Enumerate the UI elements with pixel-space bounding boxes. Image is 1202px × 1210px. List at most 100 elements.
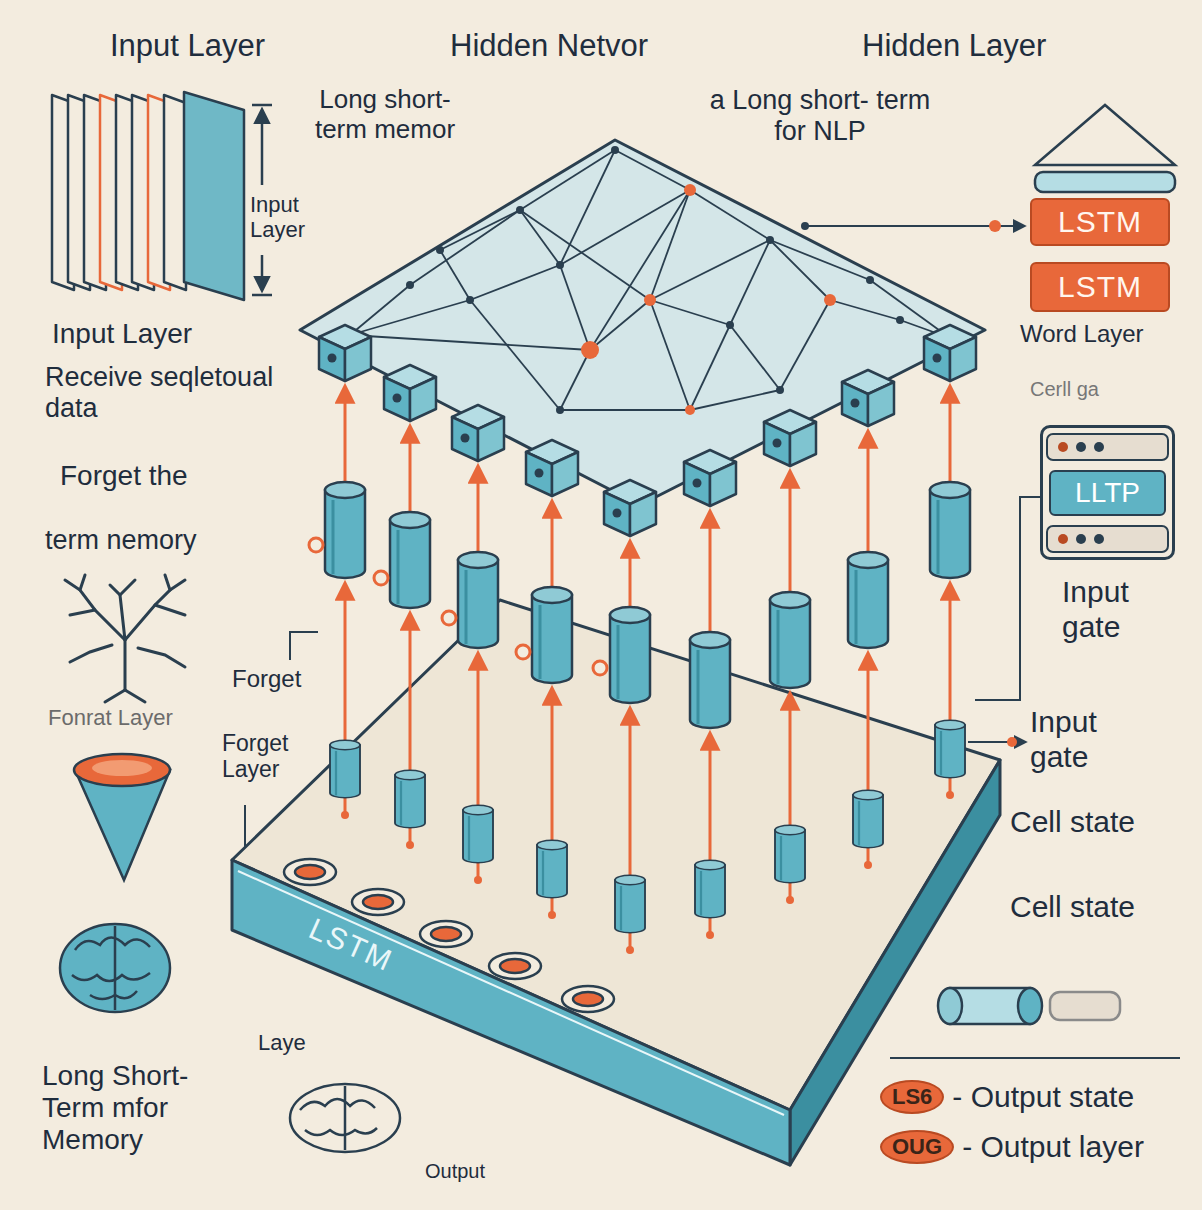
hidden-network: [300, 140, 985, 505]
hidden-network: [516, 206, 524, 214]
hidden-network: [556, 406, 564, 414]
lstm-column: [345, 387, 950, 950]
hidden-network: [726, 321, 734, 329]
node-text: LSTM: [1058, 205, 1142, 239]
text-label: Input gate: [1030, 705, 1160, 774]
tree-icon: [80, 575, 85, 590]
leader-line: [890, 1057, 1180, 1059]
tree-icon: [65, 575, 185, 702]
hidden-network: [350, 300, 470, 335]
connector-dot: [989, 220, 1001, 232]
hidden-network: [776, 386, 784, 394]
gate-dot: [706, 931, 714, 939]
hidden-network: [730, 240, 770, 325]
hidden-network: [560, 350, 590, 410]
lstm-box: LSTM: [1030, 198, 1170, 246]
cell-state-device: [1050, 992, 1120, 1020]
tree-icon: [105, 690, 125, 702]
brain-outline-icon: [300, 1099, 375, 1110]
cylinder-cell: [463, 805, 493, 863]
hidden-network: [896, 316, 904, 324]
hidden-network: [770, 240, 870, 280]
output-rings: [562, 986, 614, 1012]
connector-dot: [801, 222, 809, 230]
tree-icon: [125, 690, 145, 702]
hidden-network: [590, 190, 690, 350]
tree-icon: [170, 580, 185, 590]
dimension-bracket: [252, 104, 272, 107]
funnel-icon: [74, 754, 170, 786]
stack-dot: [1058, 442, 1068, 452]
gate-ring: [442, 611, 456, 625]
cylinder-cell: [770, 592, 810, 688]
cube-unit: [684, 450, 736, 506]
text-label: Input Layer: [110, 28, 350, 64]
stack-dot: [1094, 534, 1104, 544]
text-label: Cell state: [1010, 890, 1195, 925]
output-rings: [573, 992, 603, 1006]
brain-icon: [114, 926, 117, 1010]
cube-unit: [604, 480, 656, 536]
brain-outline-icon: [290, 1084, 400, 1152]
hidden-network: [440, 210, 520, 250]
gate-ring: [516, 645, 530, 659]
hidden-network: [406, 281, 414, 289]
output-key: LS6- Output state: [880, 1080, 1134, 1114]
text-label: Input gate: [1062, 575, 1187, 644]
gate-ring: [309, 538, 607, 675]
tree-icon: [120, 580, 135, 595]
hidden-network: [650, 300, 690, 410]
tree-icon: [70, 610, 95, 615]
cylinder-cell: [848, 552, 888, 648]
cube-unit: [384, 365, 436, 421]
leader-line: [975, 497, 1040, 700]
triangle-icon: [1035, 105, 1175, 165]
triangle-icon: [1035, 172, 1175, 192]
cube-unit: [924, 325, 976, 381]
gate-dot: [341, 811, 349, 819]
gate-dot: [548, 911, 556, 919]
hidden-network: [824, 294, 836, 306]
brain-outline-icon: [290, 1084, 400, 1152]
gate-ring: [309, 538, 323, 552]
cylinder-cell: [775, 825, 805, 883]
funnel-icon: [92, 760, 152, 776]
hidden-network: [560, 190, 690, 265]
stack-dot: [1076, 442, 1086, 452]
input-stack-icon: [164, 95, 186, 290]
cube-unit: [842, 370, 894, 426]
hidden-network: [470, 265, 560, 300]
hidden-network: [830, 300, 900, 320]
lstm-column: [709, 512, 712, 634]
text-label: Forget: [232, 665, 332, 693]
output-rings: [431, 927, 461, 941]
hidden-network: [684, 184, 696, 196]
hidden-network: [866, 276, 874, 284]
leader-line: [290, 632, 318, 660]
text-label: Long Short- Term mfor Memory: [42, 1060, 242, 1157]
text-label: Hidden Netvor: [450, 28, 750, 64]
gate-dot: [946, 791, 954, 799]
node-text: - Output state: [952, 1080, 1134, 1114]
stack-dot: [1058, 534, 1068, 544]
lstm-column: [867, 432, 870, 554]
hidden-network: [350, 335, 590, 350]
stack-dot: [1094, 442, 1104, 452]
cylinder-cell: [690, 632, 730, 728]
connector-dot: [801, 220, 1017, 747]
hidden-network: [766, 236, 774, 244]
output-rings: [352, 889, 404, 915]
lstm-column: [409, 427, 412, 514]
cylinder-cell: [615, 875, 645, 933]
tree-icon: [65, 580, 125, 690]
platform-slab: [232, 600, 1000, 1165]
gate-ring: [593, 661, 607, 675]
hidden-network: [520, 210, 560, 265]
text-label: Cell state: [1010, 805, 1195, 840]
dimension-bracket: [261, 110, 264, 185]
brain-icon: [75, 938, 150, 951]
cylinder-cell: [330, 740, 360, 798]
cylinder-cell: [325, 482, 970, 933]
cylinder-cell: [930, 482, 970, 578]
cylinder-cell: [935, 720, 965, 778]
